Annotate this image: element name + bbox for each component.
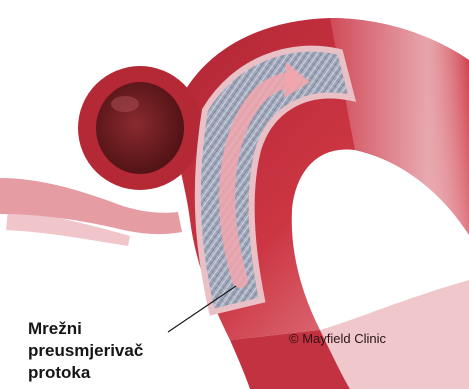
aneurysm-highlight [111,96,139,112]
copyright-credit: © Mayfield Clinic [289,331,386,346]
flow-diverter-label: Mrežni preusmjerivač protoka [28,318,218,384]
label-line-3: protoka [28,362,218,384]
label-line-1: Mrežni [28,318,218,340]
aneurysm-sac [96,82,184,174]
vessel-fade [330,18,469,235]
label-line-2: preusmjerivač [28,340,218,362]
